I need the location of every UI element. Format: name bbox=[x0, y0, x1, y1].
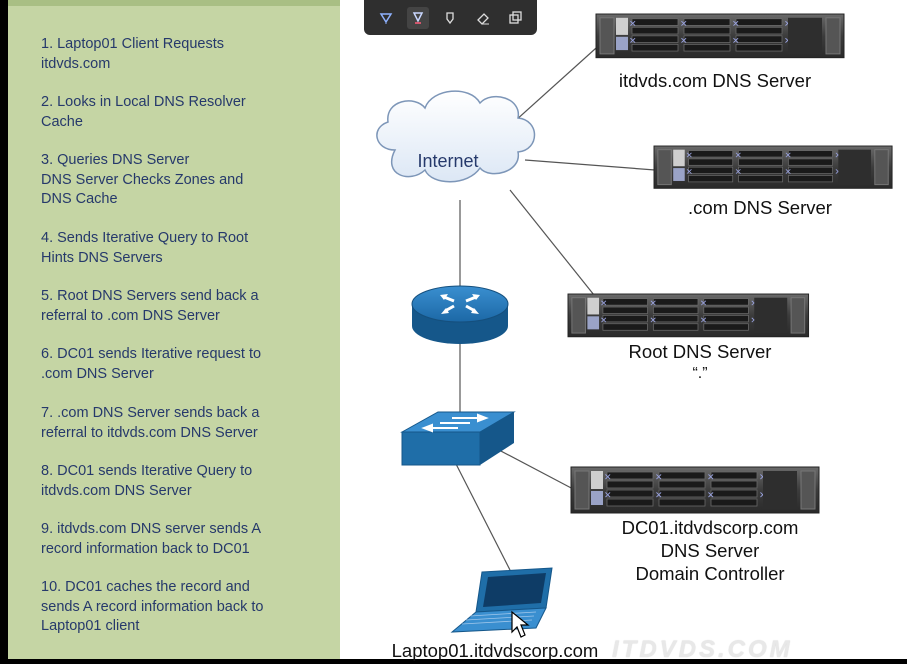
laptop-icon bbox=[450, 567, 553, 633]
steps-panel: 1. Laptop01 Client Requests itdvds.com 2… bbox=[8, 0, 340, 659]
root-server-label: Root DNS Server bbox=[628, 341, 772, 362]
annotation-toolbar bbox=[364, 0, 537, 35]
step-6: 6. DC01 sends Iterative request to .com … bbox=[41, 346, 262, 382]
copy-tool-icon[interactable] bbox=[504, 7, 526, 29]
step-7: 7. .com DNS Server sends back a referral… bbox=[41, 405, 260, 441]
internet-cloud-icon bbox=[376, 90, 536, 183]
root-server-icon bbox=[567, 293, 810, 338]
root-server-sublabel: “.” bbox=[692, 365, 708, 382]
com-server-icon bbox=[653, 145, 893, 189]
itdvds-server-icon bbox=[595, 13, 845, 59]
eraser-tool-icon[interactable] bbox=[472, 7, 494, 29]
laptop-label: Laptop01.itdvdscorp.com bbox=[391, 640, 599, 661]
itdvds-server-label: itdvds.com DNS Server bbox=[618, 70, 812, 91]
dc01-server-icon bbox=[570, 466, 820, 514]
switch-icon bbox=[400, 411, 516, 466]
watermark: ITDVDS.COM bbox=[612, 636, 793, 663]
internet-label: Internet bbox=[417, 151, 478, 171]
pen-tool-icon[interactable] bbox=[375, 7, 397, 29]
step-1: 1. Laptop01 Client Requests itdvds.com bbox=[41, 36, 224, 72]
mouse-cursor-icon bbox=[511, 610, 530, 638]
network-diagram: ✕✕ ✕✕ ✕✕ ✕✕ Internet bbox=[376, 13, 893, 638]
step-10: 10. DC01 caches the record and sends A r… bbox=[41, 579, 264, 634]
com-server-label: .com DNS Server bbox=[688, 197, 832, 218]
dc01-server-label: DC01.itdvdscorp.com DNS Server Domain Co… bbox=[621, 517, 799, 584]
step-8: 8. DC01 sends Iterative Query to itdvds.… bbox=[41, 463, 253, 499]
step-9: 9. itdvds.com DNS server sends A record … bbox=[41, 521, 261, 557]
highlighter-tool-icon[interactable] bbox=[407, 6, 430, 29]
step-2: 2. Looks in Local DNS Resolver Cache bbox=[41, 94, 246, 130]
router-icon bbox=[411, 285, 509, 344]
step-5: 5. Root DNS Servers send back a referral… bbox=[41, 288, 259, 324]
step-4: 4. Sends Iterative Query to Root Hints D… bbox=[41, 230, 249, 266]
marker-tool-icon[interactable] bbox=[439, 7, 461, 29]
panel-top-stripe bbox=[8, 0, 340, 6]
connection-lines bbox=[454, 39, 656, 571]
step-3: 3. Queries DNS Server DNS Server Checks … bbox=[41, 152, 244, 207]
